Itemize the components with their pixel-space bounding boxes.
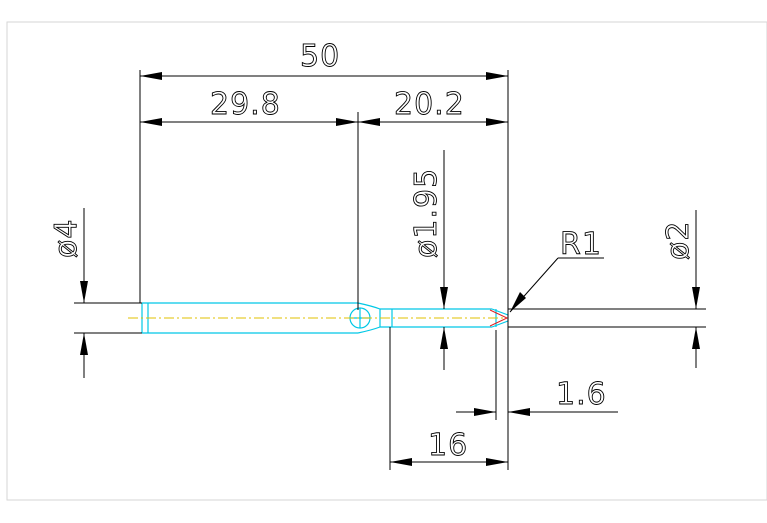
end-mill-outline: [128, 302, 509, 334]
arrowhead: [358, 118, 380, 126]
dim-corner-radius: R1: [509, 227, 604, 313]
arrowhead: [80, 333, 88, 355]
overall-length-label: 50: [300, 39, 340, 74]
tip-length-label: 1.6: [556, 377, 607, 412]
arrowhead: [80, 281, 88, 303]
arrowhead: [390, 458, 412, 466]
arrowhead: [440, 327, 448, 349]
arrowhead: [692, 287, 700, 309]
arrowhead: [692, 327, 700, 349]
arrowhead: [508, 408, 530, 416]
tip-detail: [489, 309, 509, 327]
dim-cutter-diameter: ø2: [508, 210, 706, 368]
arrowhead: [440, 287, 448, 309]
arrowhead: [510, 292, 526, 312]
dim-tip-length: 1.6: [456, 330, 618, 420]
dim-neck-length: 20.2: [358, 87, 508, 126]
arrowhead: [486, 72, 508, 80]
dim-shank-length: 29.8: [140, 87, 359, 310]
arrowhead: [474, 408, 496, 416]
shank-diameter-label: ø4: [49, 219, 84, 258]
arrowhead: [140, 72, 162, 80]
arrowhead: [140, 118, 162, 126]
arrowhead: [336, 118, 358, 126]
neck-length-label: 20.2: [394, 87, 465, 122]
corner-radius-label: R1: [560, 227, 602, 262]
drawing-frame: [6, 21, 767, 501]
shank-length-label: 29.8: [210, 87, 281, 122]
arrowhead: [486, 118, 508, 126]
shank-outline: [141, 302, 358, 334]
dim-neck-diameter: ø1.95: [409, 150, 448, 370]
arrowhead: [486, 458, 508, 466]
effective-length-label: 16: [428, 428, 468, 463]
neck-outline: [379, 308, 492, 328]
dim-effective-length: 16: [389, 327, 508, 470]
cutter-diameter-label: ø2: [661, 221, 696, 260]
neck-diameter-label: ø1.95: [409, 168, 444, 258]
dim-overall-length: 50: [139, 39, 509, 470]
taper-outline: [357, 302, 381, 334]
dim-shank-diameter: ø4: [49, 208, 142, 378]
